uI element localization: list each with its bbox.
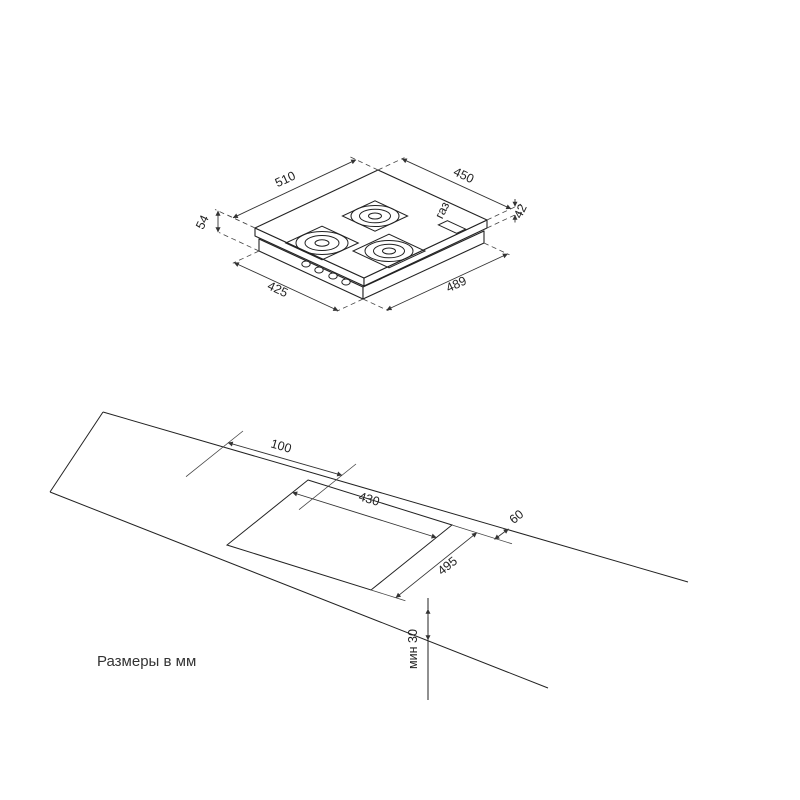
- dim-42-label: 42: [511, 202, 530, 221]
- dim-430-label: 430: [357, 489, 381, 508]
- min-30-label: мин 30: [406, 629, 420, 669]
- dim-425-label: 425: [265, 279, 290, 301]
- control-knob: [314, 266, 324, 274]
- control-knob: [301, 260, 311, 268]
- dimension-line-510: [232, 159, 357, 219]
- dim-495-label: 495: [435, 554, 460, 578]
- dimension-line-489: [386, 253, 508, 311]
- control-knob: [341, 278, 351, 286]
- hob-isometric-view: 510 450 газ 42 54 425 489: [193, 156, 530, 312]
- dimension-line-100: [227, 441, 343, 477]
- dim-60-label: 60: [507, 507, 527, 527]
- extension-lines: [214, 156, 522, 312]
- dim-510-label: 510: [273, 169, 298, 191]
- burner-left: [284, 225, 360, 261]
- gas-label: газ: [432, 199, 452, 221]
- dim-54-label: 54: [193, 213, 212, 232]
- dimension-line-425: [233, 262, 339, 312]
- burner-cap: [314, 239, 330, 247]
- extension-lines: [185, 430, 513, 602]
- dim-100-label: 100: [269, 437, 293, 456]
- control-knob: [328, 272, 338, 280]
- gas-connection: [437, 220, 467, 234]
- cutout-opening: [225, 479, 454, 591]
- dimension-line-60: [494, 528, 509, 540]
- burner-cap: [368, 212, 382, 220]
- pan-support: [284, 225, 360, 261]
- burner-mid-ring: [359, 208, 391, 224]
- worktop-edges: [49, 411, 689, 689]
- dim-489-label: 489: [444, 274, 469, 296]
- burner-outer-ring: [295, 231, 349, 255]
- dimension-line-495: [395, 532, 478, 599]
- units-caption: Размеры в мм: [97, 653, 196, 670]
- dimension-line-430: [292, 491, 437, 539]
- dimension-line-450: [401, 158, 512, 210]
- burner-mid-ring: [304, 235, 340, 251]
